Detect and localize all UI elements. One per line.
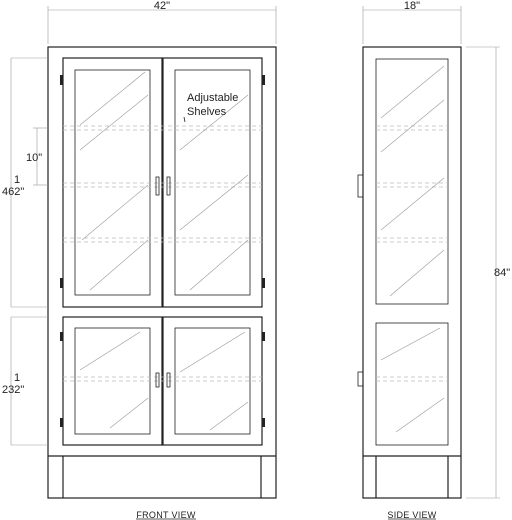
upper-height-label-top: 1 <box>14 174 20 186</box>
side-upper-handle-icon <box>357 174 364 198</box>
total-height-label: 84" <box>494 267 510 279</box>
lower-left-handle-icon <box>155 372 160 388</box>
upper-height-label-bottom: 462" <box>2 186 24 198</box>
side-view: 18" <box>357 0 510 520</box>
side-handles <box>357 174 364 387</box>
shelf-callout-leader <box>183 116 186 123</box>
front-case-outline <box>47 46 277 499</box>
upper-left-glass <box>74 69 151 296</box>
side-lower-glass <box>375 322 449 446</box>
side-glass-reflections <box>380 65 445 433</box>
upper-left-door <box>62 57 163 308</box>
side-view-caption: SIDE VIEW <box>387 510 436 520</box>
shelf-callout-line2: Shelves <box>187 106 227 118</box>
front-view-caption: FRONT VIEW <box>136 510 196 520</box>
upper-right-handle-icon <box>166 176 171 196</box>
front-hinges <box>60 75 265 427</box>
front-width-dimension <box>47 6 277 44</box>
front-glass-reflections <box>79 71 249 431</box>
upper-left-handle-icon <box>155 176 160 196</box>
side-lower-handle-icon <box>357 371 364 387</box>
lower-height-label-top: 1 <box>14 372 20 384</box>
side-shelves <box>376 125 448 382</box>
lower-right-handle-icon <box>166 372 171 388</box>
side-width-dimension <box>362 6 462 44</box>
total-height-dimension <box>466 46 500 499</box>
front-width-label: 42" <box>154 0 170 12</box>
front-view: 42" <box>2 0 277 520</box>
upper-right-glass <box>174 69 251 296</box>
side-case-outline <box>362 46 462 499</box>
front-shelves <box>63 125 262 382</box>
front-handles <box>155 176 171 388</box>
lower-height-label-bottom: 232" <box>2 384 24 396</box>
side-upper-glass <box>375 58 449 305</box>
side-width-label: 18" <box>404 0 420 12</box>
shelf-callout-line1: Adjustable <box>187 92 238 104</box>
front-height-dimensions <box>10 57 48 446</box>
upper-right-door <box>162 57 263 308</box>
shelf-spacing-label: 10" <box>26 152 42 164</box>
